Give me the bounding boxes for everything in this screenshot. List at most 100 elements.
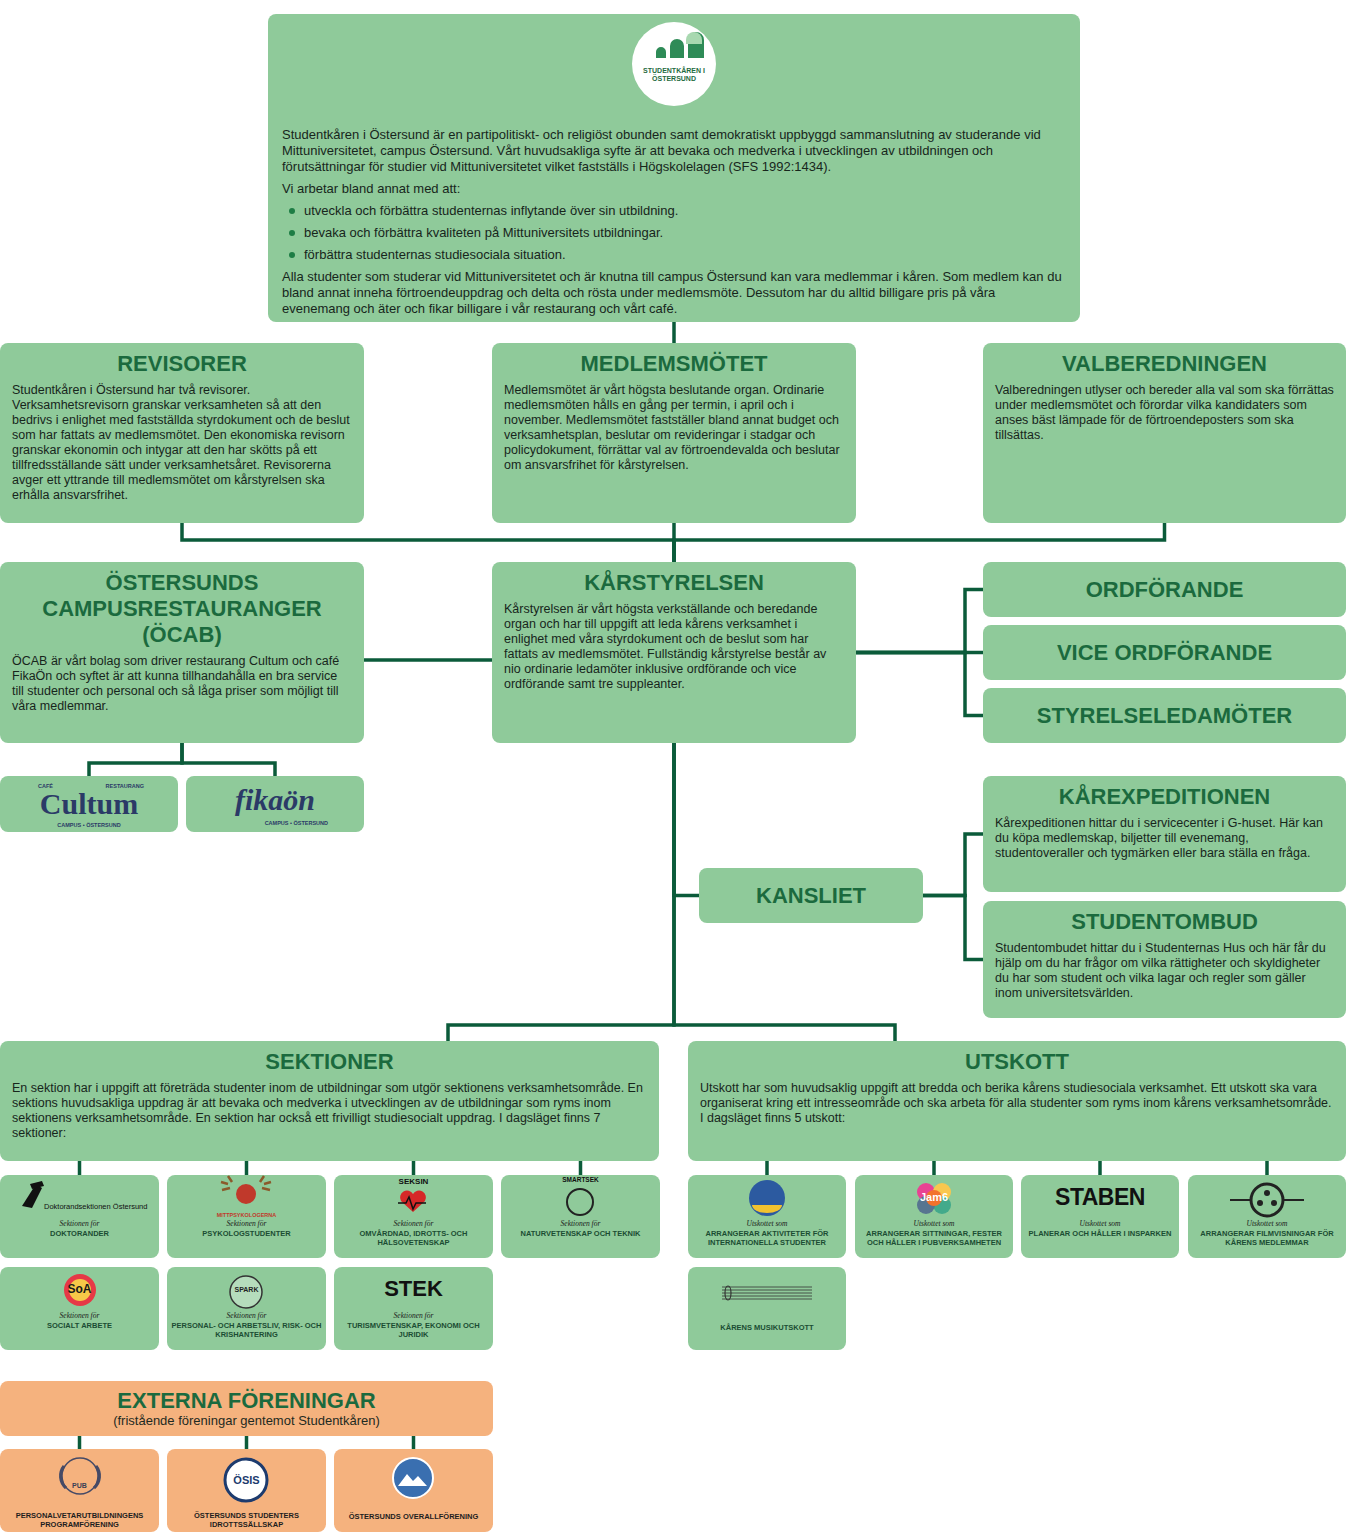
subtitle: Sektionen för (338, 1219, 489, 1229)
connector-line (674, 523, 1165, 562)
connector-line (672, 523, 676, 562)
subtitle: Sektionen för (4, 1219, 155, 1229)
logo-text: STEK (338, 1267, 489, 1311)
role-box: VICE ORDFÖRANDE (983, 625, 1346, 680)
connector-line (579, 1161, 583, 1175)
section-box: SEKSINSektionen förOMVÅRDNAD, IDROTTS- O… (334, 1175, 493, 1258)
logo-box: CAFÉRESTAURANGCultumCAMPUS • ÖSTERSUND (0, 776, 178, 832)
box-subheading: (fristående föreningar gentemot Studentk… (113, 1413, 380, 1428)
logo-text: MITTPSYKOLOGERNA (171, 1175, 322, 1219)
unit-name: ARRANGERAR AKTIVITETER FÖR INTERNATIONEL… (692, 1229, 842, 1247)
unit-name: NATURVETENSKAP OCH TEKNIK (505, 1229, 656, 1238)
subtitle: Sektionen för (338, 1311, 489, 1321)
connector-line (412, 1436, 416, 1449)
box-heading: KANSLIET (756, 883, 866, 909)
external-header-box: EXTERNA FÖRENINGAR(fristående föreningar… (0, 1381, 493, 1436)
subtitle: Sektionen för (505, 1219, 656, 1229)
connector-line (245, 1436, 249, 1449)
connector-line (89, 743, 182, 776)
logo-text: Doktorandsektionen Östersund (4, 1175, 155, 1219)
unit-name: KÅRENS MUSIKUTSKOTT (692, 1323, 842, 1332)
role-box: ORDFÖRANDE (983, 562, 1346, 617)
box-heading: MEDLEMSMÖTET (504, 351, 844, 377)
unit-name: ÖSTERSUNDS STUDENTERS IDROTTSSÄLLSKAP (171, 1511, 322, 1529)
box-body: Studentombudet hittar du i Studenternas … (995, 941, 1334, 1001)
subtitle: Utskottet som (692, 1219, 842, 1229)
org-box: MEDLEMSMÖTET Medlemsmötet är vårt högsta … (492, 343, 856, 523)
connector-line (674, 743, 699, 896)
box-heading: SEKTIONER (12, 1049, 647, 1075)
intro-paragraph: Studentkåren i Östersund är en partipoli… (282, 127, 1066, 175)
connector-line (412, 1161, 416, 1175)
unit-name: SOCIALT ARBETE (4, 1321, 155, 1330)
connector-line (364, 658, 492, 662)
unit-name: DOKTORANDER (4, 1229, 155, 1238)
logo-text: SMARTSEK (505, 1175, 656, 1219)
unit-name: ÖSTERSUNDS OVERALLFÖRENING (338, 1512, 489, 1521)
logo-text: ÖSIS (171, 1449, 322, 1511)
external-box: ÖSISÖSTERSUNDS STUDENTERS IDROTTSSÄLLSKA… (167, 1449, 326, 1532)
box-heading: VALBEREDNINGEN (995, 351, 1334, 377)
external-box: PUBPERSONALVETARUTBILDNINGENS PROGRAMFÖR… (0, 1449, 159, 1532)
role-box: KANSLIET (699, 868, 923, 923)
logo-text: CAMPUS • ÖSTERSUND (0, 822, 178, 828)
logo-text: SEKSIN (338, 1175, 489, 1219)
subtitle: Utskottet som (859, 1219, 1009, 1229)
connector-line (245, 1161, 249, 1175)
connector-line (1098, 1161, 1102, 1175)
committee-box: Utskottet somARRANGERAR AKTIVITETER FÖR … (688, 1175, 846, 1258)
connector-line (765, 1161, 769, 1175)
committee-box: KÅRENS MUSIKUTSKOTT (688, 1267, 846, 1350)
connector-line (856, 651, 983, 655)
unit-name: ARRANGERAR FILMVISNINGAR FÖR KÅRENS MEDL… (1192, 1229, 1342, 1247)
org-box: SEKTIONEREn sektion har i uppgift att fö… (0, 1041, 659, 1161)
subtitle: Sektionen för (4, 1311, 155, 1321)
org-box: VALBEREDNINGENValberedningen utlyser och… (983, 343, 1346, 523)
section-box: SoASektionen förSOCIALT ARBETE (0, 1267, 159, 1350)
subtitle: Utskottet som (1025, 1219, 1175, 1229)
unit-name: ARRANGERAR SITTNINGAR, FESTER OCH HÅLLER… (859, 1229, 1009, 1247)
connector-line (1265, 1161, 1269, 1175)
connector-line (78, 1161, 82, 1175)
box-heading: UTSKOTT (700, 1049, 1334, 1075)
box-heading: REVISORER (12, 351, 352, 377)
logo-text: CAMPUS • ÖSTERSUND (265, 820, 328, 826)
unit-name: PERSONALVETARUTBILDNINGENS PROGRAMFÖRENI… (4, 1511, 155, 1529)
logo-text: SoA (4, 1267, 155, 1311)
connector-line (182, 743, 275, 776)
role-box: STYRELSELEDAMÖTER (983, 688, 1346, 743)
section-box: STEKSektionen förTURISMVETENSKAP, EKONOM… (334, 1267, 493, 1350)
box-body: I dagsläget finns 5 utskott: (700, 1111, 1334, 1126)
external-box: ÖSTERSUNDS OVERALLFÖRENING (334, 1449, 493, 1532)
logo-text: SPARK (171, 1267, 322, 1311)
connector-line (182, 523, 674, 562)
bullet-item: utveckla och förbättra studenternas infl… (282, 203, 1066, 219)
section-box: Doktorandsektionen ÖstersundSektionen fö… (0, 1175, 159, 1258)
connector-line (78, 1436, 82, 1449)
unit-name: OMVÅRDNAD, IDROTTS- OCH HÄLSOVETENSKAP (338, 1229, 489, 1247)
intro-paragraph: Alla studenter som studerar vid Mittuniv… (282, 269, 1066, 317)
logo-text: STUDENTKÅREN I ÖSTERSUND (643, 67, 705, 83)
box-heading: KÅRSTYRELSEN (504, 570, 844, 596)
connector-line (932, 1161, 936, 1175)
org-box: ÖSTERSUNDS CAMPUSRESTAURANGER (ÖCAB)ÖCAB… (0, 562, 364, 743)
box-heading: STUDENTOMBUD (995, 909, 1334, 935)
connector-line (856, 590, 983, 653)
org-box: STUDENTOMBUD Studentombudet hittar du i S… (983, 901, 1346, 1018)
unit-name: PLANERAR OCH HÅLLER I INSPARKEN (1025, 1229, 1175, 1238)
subtitle: Sektionen för (171, 1219, 322, 1229)
section-box: MITTPSYKOLOGERNASektionen förPSYKOLOGSTU… (167, 1175, 326, 1258)
box-heading: VICE ORDFÖRANDE (1057, 640, 1272, 666)
box-body: Medlemsmötet är vårt högsta beslutande o… (504, 383, 844, 473)
box-body: ÖCAB är vårt bolag som driver restaurang… (12, 654, 352, 714)
committee-box: Jam6Utskottet somARRANGERAR SITTNINGAR, … (855, 1175, 1013, 1258)
box-body: Utskott har som huvudsaklig uppgift att … (700, 1081, 1334, 1111)
subtitle: Utskottet som (1192, 1219, 1342, 1229)
unit-name: PSYKOLOGSTUDENTER (171, 1229, 322, 1238)
logo-text: Cultum (0, 789, 178, 819)
logo-text: STABEN (1025, 1175, 1175, 1219)
box-body: Kårstyrelsen är vårt högsta verkställand… (504, 602, 844, 692)
logo-box: fikaönCAMPUS • ÖSTERSUND (186, 776, 364, 832)
committee-box: Utskottet somARRANGERAR FILMVISNINGAR FÖ… (1188, 1175, 1346, 1258)
